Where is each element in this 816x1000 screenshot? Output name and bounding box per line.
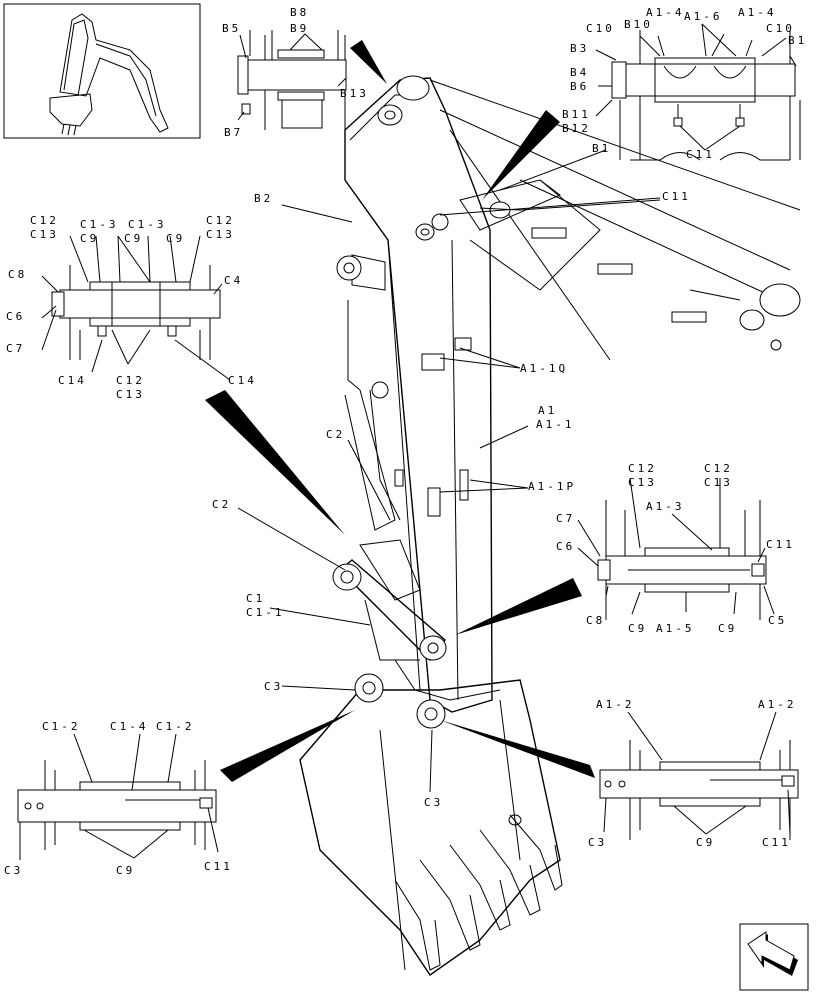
label-c11-bl: C11	[204, 860, 233, 873]
label-c1-3-a: C1-3	[80, 218, 119, 231]
label-c11-upper: C11	[686, 148, 715, 161]
excavator-thumbnail	[3, 3, 201, 139]
label-c9-a: C9	[80, 232, 99, 245]
label-b6: B6	[570, 80, 589, 93]
label-c1-2-a: C1-2	[42, 720, 81, 733]
label-b1-right: B1	[788, 34, 807, 47]
label-c14-a: C14	[58, 374, 87, 387]
label-c13-r1: C13	[628, 476, 657, 489]
label-a1: A1	[538, 404, 557, 417]
label-a1-5: A1-5	[656, 622, 695, 635]
label-c1-1: C1-1	[246, 606, 285, 619]
leader-lines	[19, 23, 797, 860]
label-b4: B4	[570, 66, 589, 79]
label-c10-right: C10	[766, 22, 795, 35]
label-c9-r1: C9	[628, 622, 647, 635]
label-a1-1q: A1-1Q	[520, 362, 568, 375]
label-b5: B5	[222, 22, 241, 35]
label-c3-mid: C3	[264, 680, 283, 693]
label-c3-bl: C3	[4, 864, 23, 877]
label-c11-right: C11	[766, 538, 795, 551]
label-c13-l3: C13	[116, 388, 145, 401]
label-c1-3-b: C1-3	[128, 218, 167, 231]
part-labels: B5 B8 B9 B7 B13 A1-4 A1-4 A1-6 C10 B10 C…	[4, 6, 807, 877]
label-a1-3: A1-3	[646, 500, 685, 513]
label-c2-left: C2	[212, 498, 231, 511]
label-c12-l2: C12	[206, 214, 235, 227]
pin-detail-bottom-left	[17, 760, 217, 850]
label-c12-r1: C12	[628, 462, 657, 475]
label-b9: B9	[290, 22, 309, 35]
pin-detail-left-mid	[51, 265, 221, 360]
label-c14-b: C14	[228, 374, 257, 387]
label-c13-r2: C13	[704, 476, 733, 489]
pin-detail-top-left	[237, 30, 347, 130]
label-a1-4-right: A1-4	[738, 6, 777, 19]
label-a1-6: A1-6	[684, 10, 723, 23]
label-b2: B2	[254, 192, 273, 205]
pin-detail-top-right	[611, 30, 801, 161]
label-c2-upper: C2	[326, 428, 345, 441]
label-c12-l3: C12	[116, 374, 145, 387]
label-c10-left: C10	[586, 22, 615, 35]
label-c13-l1: C13	[30, 228, 59, 241]
label-a1-2-b: A1-2	[758, 698, 797, 711]
label-c3-lower: C3	[424, 796, 443, 809]
next-page-arrow-icon[interactable]	[739, 923, 809, 991]
label-c11-mid: C11	[662, 190, 691, 203]
label-a1-4-left: A1-4	[646, 6, 685, 19]
label-a1-1: A1-1	[536, 418, 575, 431]
label-c8-left: C8	[8, 268, 27, 281]
label-b7: B7	[224, 126, 243, 139]
label-c12-l1: C12	[30, 214, 59, 227]
arm-assembly	[299, 75, 801, 976]
pin-detail-right-mid	[597, 500, 767, 620]
label-a1-1p: A1-1P	[528, 480, 576, 493]
label-c9-r2: C9	[718, 622, 737, 635]
label-b10: B10	[624, 18, 653, 31]
label-c6-left: C6	[6, 310, 25, 323]
label-b13: B13	[340, 87, 369, 100]
callout-wedges	[205, 40, 595, 782]
label-c12-r2: C12	[704, 462, 733, 475]
label-b1-mid: B1	[592, 142, 611, 155]
label-c9-br: C9	[696, 836, 715, 849]
label-c1-2-b: C1-2	[156, 720, 195, 733]
label-a1-2-a: A1-2	[596, 698, 635, 711]
label-c9-b: C9	[124, 232, 143, 245]
label-c7-right: C7	[556, 512, 575, 525]
label-c6-right: C6	[556, 540, 575, 553]
label-c8-right: C8	[586, 614, 605, 627]
label-b3: B3	[570, 42, 589, 55]
label-c9-c: C9	[166, 232, 185, 245]
label-c1-4: C1-4	[110, 720, 149, 733]
label-b12: B12	[562, 122, 591, 135]
label-c11-br: C11	[762, 836, 791, 849]
label-c1: C1	[246, 592, 265, 605]
label-c5: C5	[768, 614, 787, 627]
label-b8: B8	[290, 6, 309, 19]
label-b11: B11	[562, 108, 591, 121]
pin-detail-bottom-right	[599, 740, 799, 840]
label-c3-br: C3	[588, 836, 607, 849]
label-c7-left: C7	[6, 342, 25, 355]
label-c9-bl: C9	[116, 864, 135, 877]
label-c13-l2: C13	[206, 228, 235, 241]
label-c4: C4	[224, 274, 243, 287]
